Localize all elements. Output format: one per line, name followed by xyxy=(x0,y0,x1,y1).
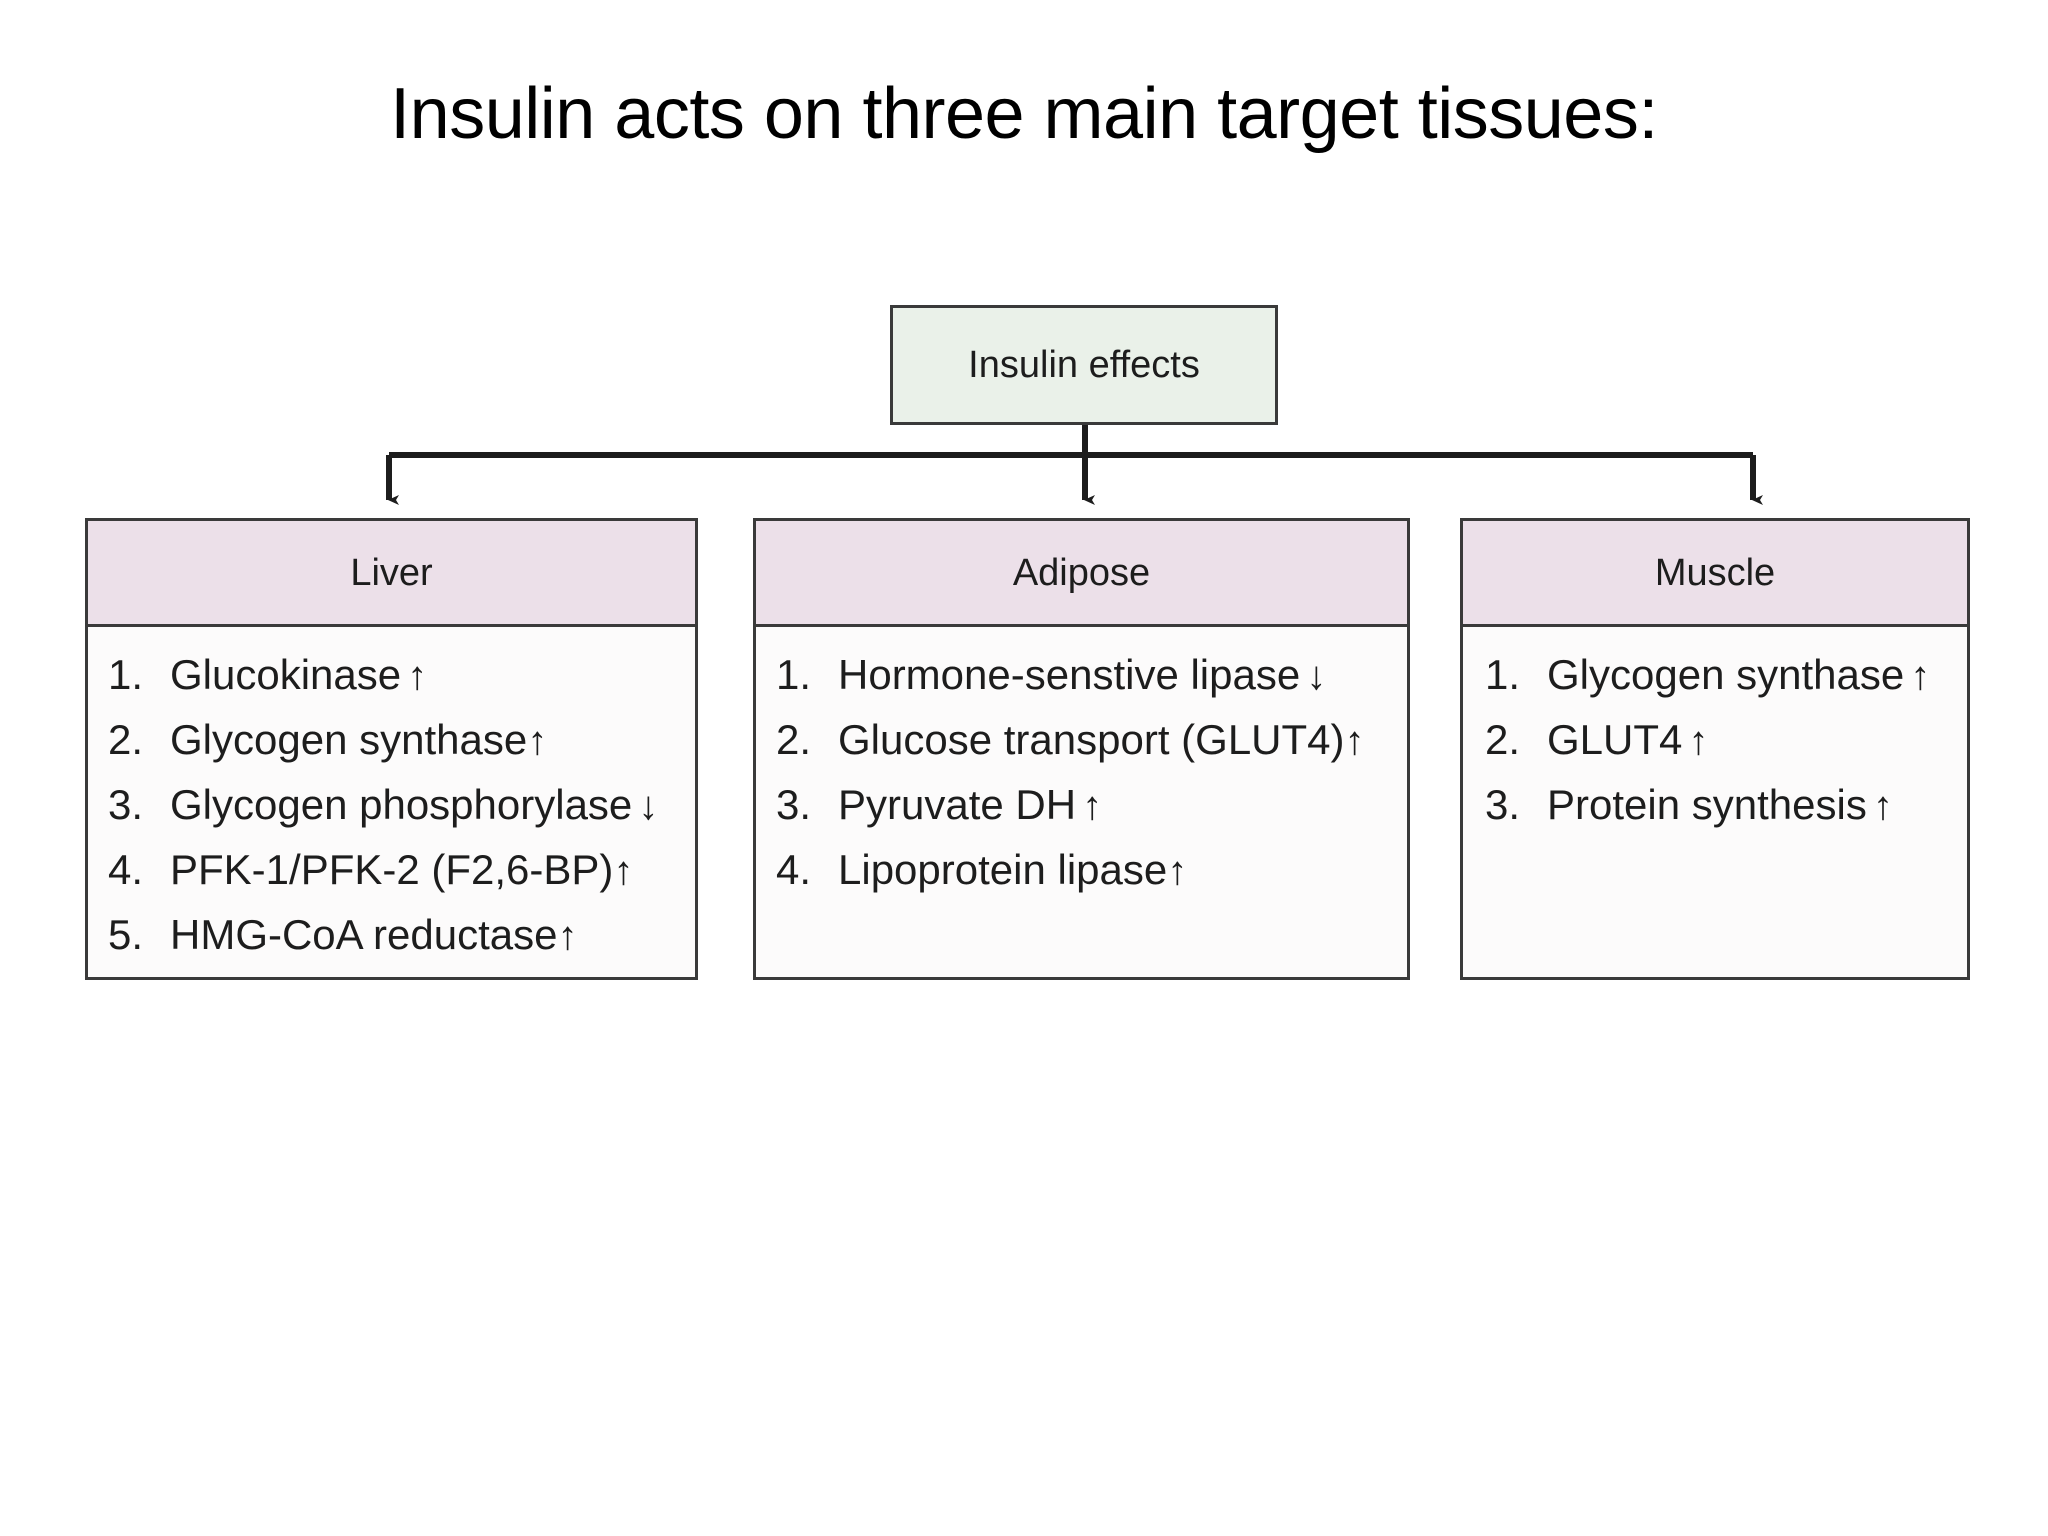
card-liver: Liver 1. Glucokinase ↑ 2. Glycogen synth… xyxy=(85,518,698,980)
list-item-number: 4. xyxy=(108,846,144,893)
list-item-number: 3. xyxy=(1485,781,1521,828)
list-item-label: Glycogen synthase xyxy=(170,716,528,763)
card-adipose-header: Adipose xyxy=(756,521,1407,627)
card-liver-body: 1. Glucokinase ↑ 2. Glycogen synthase ↑ … xyxy=(88,627,695,968)
list-item-number: 4. xyxy=(776,846,812,893)
card-muscle-body: 1. Glycogen synthase ↑ 2. GLUT4 ↑ 3. Pro… xyxy=(1463,627,1967,838)
up-arrow-icon: ↑ xyxy=(557,914,578,958)
up-arrow-icon: ↑ xyxy=(1344,719,1365,763)
list-item: 4. PFK-1/PFK-2 (F2,6-BP) ↑ xyxy=(108,838,695,903)
list-item-number: 2. xyxy=(776,716,812,763)
list-item: 2. Glucose transport (GLUT4) ↑ xyxy=(776,708,1407,773)
list-item-label: Glycogen synthase xyxy=(1547,651,1905,698)
up-arrow-icon: ↑ xyxy=(1688,719,1709,763)
list-item-label: Glucose transport (GLUT4) xyxy=(838,716,1345,763)
card-adipose-body: 1. Hormone-senstive lipase ↓ 2. Glucose … xyxy=(756,627,1407,903)
list-item-label: Glucokinase xyxy=(170,651,402,698)
list-item: 3. Protein synthesis ↑ xyxy=(1485,773,1967,838)
card-adipose: Adipose 1. Hormone-senstive lipase ↓ 2. … xyxy=(753,518,1410,980)
up-arrow-icon: ↑ xyxy=(1167,849,1188,893)
list-item-number: 2. xyxy=(1485,716,1521,763)
list-item: 3. Pyruvate DH ↑ xyxy=(776,773,1407,838)
node-insulin-effects-label: Insulin effects xyxy=(968,344,1200,386)
list-item-label: HMG-CoA reductase xyxy=(170,911,558,958)
card-liver-title: Liver xyxy=(350,551,433,594)
list-item-number: 3. xyxy=(108,781,144,828)
list-item-label: Protein synthesis xyxy=(1547,781,1867,828)
list-item-label: Lipoprotein lipase xyxy=(838,846,1168,893)
list-item: 4. Lipoprotein lipase ↑ xyxy=(776,838,1407,903)
card-muscle-title: Muscle xyxy=(1654,551,1776,594)
list-item: 2. Glycogen synthase ↑ xyxy=(108,708,695,773)
list-item: 1. Glycogen synthase ↑ xyxy=(1485,643,1967,708)
list-item-number: 1. xyxy=(108,651,144,698)
list-item-number: 1. xyxy=(776,651,812,698)
list-item: 3. Glycogen phosphorylase ↓ xyxy=(108,773,695,838)
card-muscle-header: Muscle xyxy=(1463,521,1967,627)
up-arrow-icon: ↑ xyxy=(407,654,428,698)
card-muscle: Muscle 1. Glycogen synthase ↑ 2. GLUT4 ↑… xyxy=(1460,518,1970,980)
card-adipose-title: Adipose xyxy=(1012,551,1151,594)
up-arrow-icon: ↑ xyxy=(613,849,634,893)
page-title: Insulin acts on three main target tissue… xyxy=(390,74,1658,154)
list-item-label: GLUT4 xyxy=(1547,716,1683,763)
insulin-effects-diagram: Insulin effects Liver xyxy=(85,305,1970,980)
list-item: 5. HMG-CoA reductase ↑ xyxy=(108,903,695,968)
list-item-number: 1. xyxy=(1485,651,1521,698)
list-item-number: 2. xyxy=(108,716,144,763)
up-arrow-icon: ↑ xyxy=(527,719,548,763)
list-item-label: Hormone-senstive lipase xyxy=(838,651,1301,698)
node-insulin-effects: Insulin effects xyxy=(890,305,1278,425)
card-liver-header: Liver xyxy=(88,521,695,627)
list-item: 1. Glucokinase ↑ xyxy=(108,643,695,708)
list-item-number: 5. xyxy=(108,911,144,958)
list-item-label: PFK-1/PFK-2 (F2,6-BP) xyxy=(170,846,614,893)
list-item: 1. Hormone-senstive lipase ↓ xyxy=(776,643,1407,708)
up-arrow-icon: ↑ xyxy=(1872,784,1893,828)
list-item-label: Glycogen phosphorylase xyxy=(170,781,633,828)
list-item-number: 3. xyxy=(776,781,812,828)
up-arrow-icon: ↑ xyxy=(1910,654,1931,698)
down-arrow-icon: ↓ xyxy=(1306,654,1327,698)
list-item: 2. GLUT4 ↑ xyxy=(1485,708,1967,773)
list-item-label: Pyruvate DH xyxy=(838,781,1077,828)
up-arrow-icon: ↑ xyxy=(1082,784,1103,828)
down-arrow-icon: ↓ xyxy=(638,784,659,828)
